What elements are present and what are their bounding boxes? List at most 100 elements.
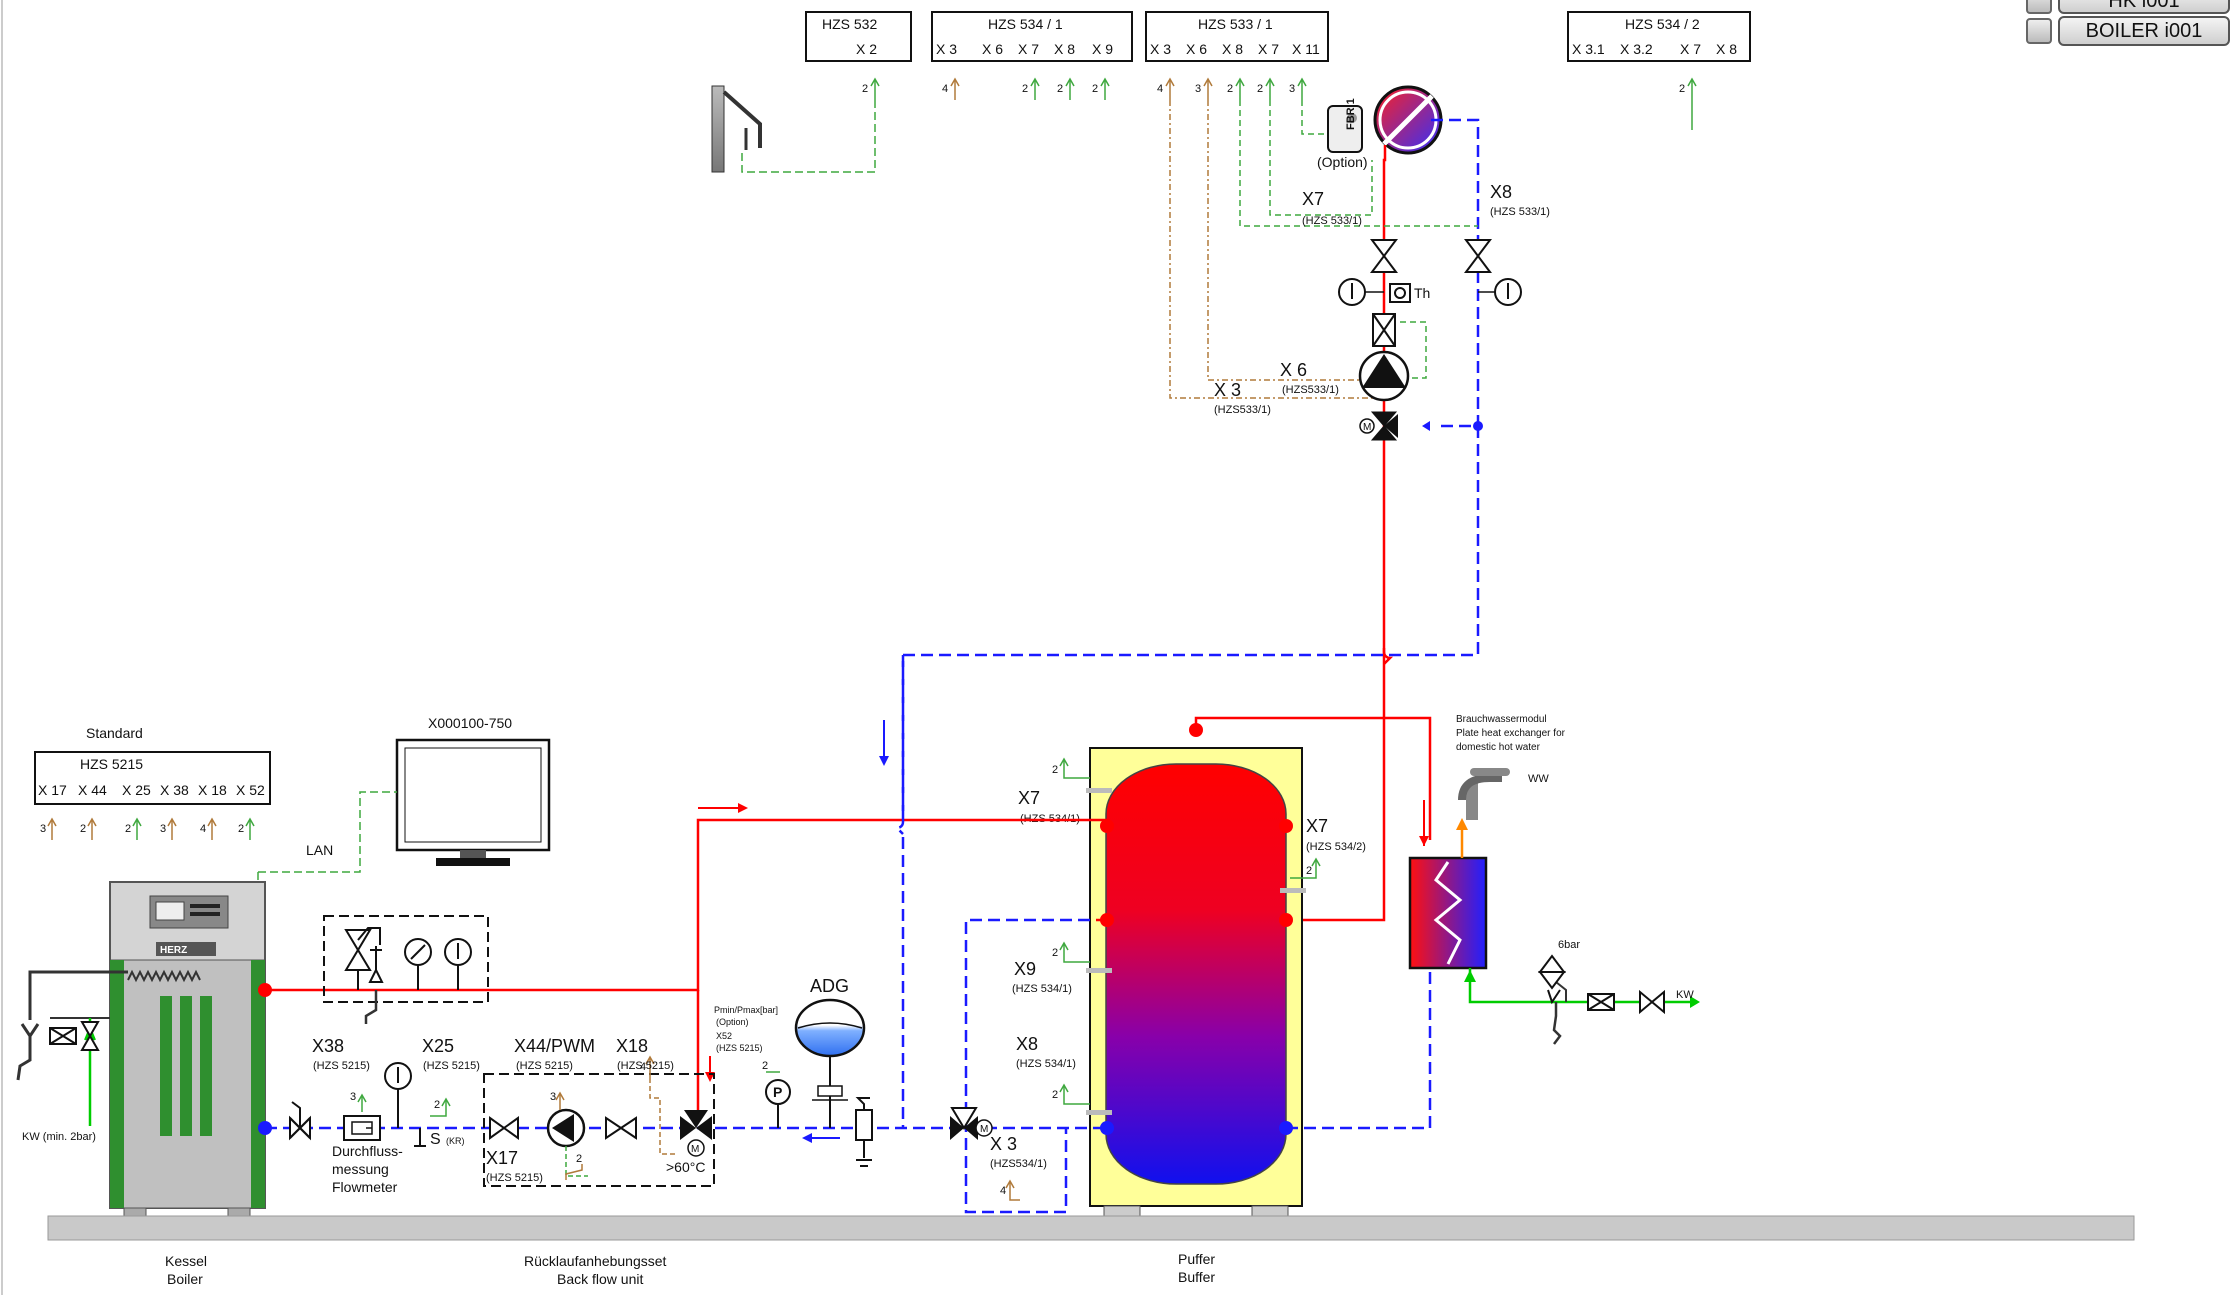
terminal-box-title: HZS 532	[822, 16, 877, 32]
th-label: Th	[1414, 285, 1430, 301]
terminal-box-hzs533-1: HZS 533 / 1 X 3 X 6 X 8 X 7 X 11	[1145, 11, 1329, 62]
pressure-sensor-icon: P	[765, 1071, 791, 1128]
svg-text:2: 2	[1679, 83, 1685, 95]
hc-x7-sub: (HZS 533/1)	[1302, 215, 1362, 227]
safety-group-box	[323, 915, 489, 1024]
svg-text:2: 2	[238, 823, 244, 835]
terminal-box-title: HZS 533 / 1	[1198, 16, 1273, 32]
buffer-label: Buffer	[1178, 1269, 1215, 1285]
floor-base	[47, 1215, 2135, 1241]
terminal-label: X 8	[1054, 41, 1075, 57]
hc-x6-sub: (HZS533/1)	[1282, 384, 1339, 396]
hc-ball-valve-return	[1464, 239, 1492, 273]
cold-water-inlet	[1538, 954, 1700, 1045]
svg-text:2: 2	[1052, 947, 1058, 959]
svg-text:3: 3	[1289, 83, 1295, 95]
buf-x8-label: X8	[1016, 1034, 1038, 1054]
svg-text:4: 4	[1157, 83, 1163, 95]
return-pin-numbers: 3 2 3 4 2 2	[350, 1060, 768, 1165]
buf-x9-label: X9	[1014, 959, 1036, 979]
kw-min-label: KW (min. 2bar)	[22, 1131, 96, 1143]
terminal-label: X 18	[198, 782, 227, 798]
x44-sub: (HZS 5215)	[516, 1060, 573, 1072]
terminal-label: X 2	[856, 41, 877, 57]
terminal-pins-top	[870, 77, 1697, 130]
x38-sub: (HZS 5215)	[313, 1060, 370, 1072]
buf-x9-sub: (HZS 534/1)	[1012, 983, 1072, 995]
boiler-unit: HERZ	[109, 881, 272, 1217]
svg-text:2: 2	[576, 1153, 582, 1165]
boiler-label: Boiler	[167, 1271, 203, 1287]
mixer-m-label: M	[1363, 422, 1371, 433]
boiler-i001-button[interactable]: BOILER i001	[2058, 16, 2230, 46]
buf-x3-sub: (HZS534/1)	[990, 1158, 1047, 1170]
svg-text:3: 3	[1195, 83, 1201, 95]
buffer-sensor-pins	[1005, 757, 1321, 1201]
x25-label: X25	[422, 1036, 454, 1056]
s-label: S	[430, 1131, 441, 1148]
buf-x7-right-label: X7	[1306, 816, 1328, 836]
hk-checkbox[interactable]	[2026, 0, 2052, 14]
hc-x8-label: X8	[1490, 182, 1512, 202]
terminal-label: X 52	[236, 782, 265, 798]
buffer-pin-numbers: 2 2 2 2 4	[1000, 764, 1312, 1197]
hc-x6-label: X 6	[1280, 360, 1307, 380]
x17-label: X17	[486, 1148, 518, 1168]
boiler-checkbox[interactable]	[2026, 18, 2052, 44]
kessel-label: Kessel	[165, 1253, 207, 1269]
thermometer-icon	[1338, 278, 1384, 306]
hzs5215-pin-numbers: 3 2 2 3 4 2	[40, 823, 244, 835]
hk-i001-button[interactable]: HK i001	[2058, 0, 2230, 14]
x18-label: X18	[616, 1036, 648, 1056]
faucet-icon	[1458, 768, 1510, 820]
hc-x8-sub: (HZS 533/1)	[1490, 206, 1550, 218]
rla-label-de: Rücklaufanhebungsset	[524, 1253, 667, 1269]
outdoor-sensor-icon	[711, 85, 876, 173]
return-components: M	[289, 1055, 715, 1187]
fwm-label-1: Brauchwassermodul	[1456, 714, 1547, 725]
terminal-label: X 44	[78, 782, 107, 798]
x38-label: X38	[312, 1036, 344, 1056]
rla-m-label: M	[691, 1144, 699, 1155]
bar6-label: 6bar	[1558, 939, 1580, 951]
svg-text:4: 4	[640, 1061, 646, 1073]
pressure-p-label: P	[773, 1084, 782, 1100]
svg-text:2: 2	[1227, 83, 1233, 95]
buffer-to-fwm-pipes	[1194, 716, 1432, 1130]
buf-x8-sub: (HZS 534/1)	[1016, 1058, 1076, 1070]
terminal-box-hzs534-2: HZS 534 / 2 X 3.1 X 3.2 X 7 X 8	[1567, 11, 1751, 62]
svg-text:4: 4	[1000, 1185, 1006, 1197]
s-sub: (KR)	[446, 1136, 465, 1146]
terminal-label: X 7	[1680, 41, 1701, 57]
terminal-box-title: HZS 5215	[80, 756, 143, 772]
svg-text:2: 2	[1257, 83, 1263, 95]
svg-text:2: 2	[862, 83, 868, 95]
fbr-label: FBR 1	[1345, 98, 1357, 130]
flow-label-2: messung	[332, 1161, 389, 1177]
terminal-box-hzs5215: HZS 5215 X 17 X 44 X 25 X 38 X 18 X 52	[34, 751, 271, 805]
svg-text:2: 2	[1306, 865, 1312, 877]
gt60-label: >60°C	[666, 1159, 705, 1175]
buf-m-label: M	[980, 1124, 988, 1135]
hc-x3-sub: (HZS533/1)	[1214, 404, 1271, 416]
svg-text:3: 3	[160, 823, 166, 835]
lan-label: LAN	[306, 842, 333, 858]
buf-x3-label: X 3	[990, 1134, 1017, 1154]
terminal-label: X 3.1	[1572, 41, 1605, 57]
hzs5215-caption: Standard	[86, 725, 143, 741]
buffer-switch-valve-icon: M	[950, 1107, 993, 1140]
fwm-label-2: Plate heat exchanger for	[1456, 728, 1566, 739]
terminal-label: X 25	[122, 782, 151, 798]
plate-heat-exchanger	[1408, 800, 1580, 1004]
x25-sub: (HZS 5215)	[423, 1060, 480, 1072]
room-controller-fbr1-icon: FBR 1 (Option)	[1301, 98, 1368, 170]
hc-x3-label: X 3	[1214, 380, 1241, 400]
expansion-vessel-icon	[794, 998, 866, 1128]
buffer-tank	[1086, 723, 1306, 1219]
svg-text:2: 2	[80, 823, 86, 835]
svg-text:2: 2	[434, 1099, 440, 1111]
adg-label: ADG	[810, 976, 849, 996]
check-valve-icon	[1372, 313, 1396, 347]
x17-sub: (HZS 5215)	[486, 1172, 543, 1184]
